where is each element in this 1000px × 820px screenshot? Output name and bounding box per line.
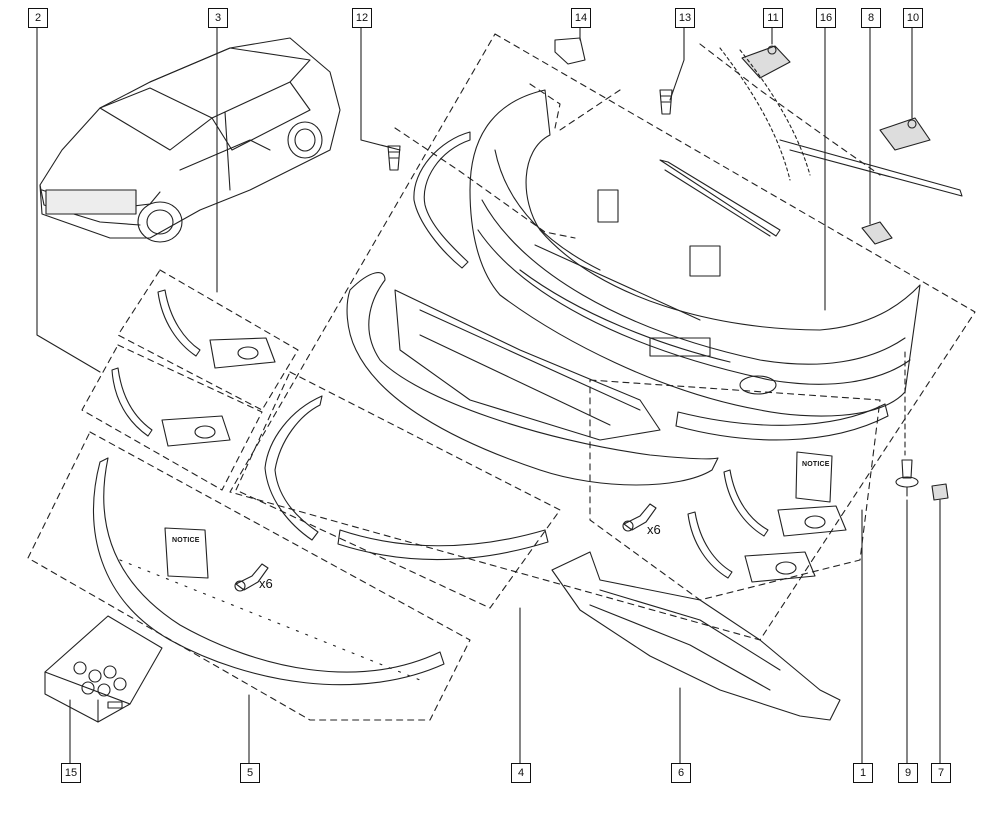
upper-right-reinforcement [719,47,963,197]
callout-15: 15 [61,763,81,783]
side-trim-lower-4 [337,529,549,560]
callout-8: 8 [861,8,881,28]
center-mounting-plate [597,189,721,277]
fixing-kit-box-15 [44,615,163,723]
callout-13: 13 [675,8,695,28]
group-outline-right-grilles [589,379,881,601]
bracket-11 [741,45,791,79]
callout-3: 3 [208,8,228,28]
notice-label-right: NOTICE [802,461,830,468]
callout-2: 2 [28,8,48,28]
callout-14: 14 [571,8,591,28]
screw-12 [387,145,401,171]
front-bumper-shell [469,89,921,417]
bumper-lower-trim-strip [675,403,889,441]
vehicle-overview-drawing [39,37,341,243]
group-outline-lower-spoiler [27,431,471,721]
quantity-label-left: x6 [259,576,273,591]
screw-pack-left [234,563,269,592]
fog-grille-set-lower-left [111,367,231,447]
leader-lines [36,25,941,764]
upper-grille-bar [659,159,781,237]
callout-10: 10 [903,8,923,28]
callout-9: 9 [898,763,918,783]
side-trim-upper-4 [264,395,323,541]
group-outline-upper-left-grilles [117,269,299,411]
screw-13 [659,89,673,115]
lower-lip-spoiler-5 [93,457,445,686]
clip-7 [931,483,949,501]
notice-leaflet-right-drawing [795,451,833,503]
assembly-group-outlines [27,33,976,721]
callout-4: 4 [511,763,531,783]
lower-engine-shield-6 [551,551,841,721]
group-outline-lower-left-grilles [81,344,263,491]
bumper-upper-left-trim [413,131,471,269]
bracket-8 [861,221,893,245]
quantity-label-right: x6 [647,522,661,537]
screw-pack-right [622,503,657,532]
fog-grille-set-right [687,469,847,583]
stud-9 [895,459,919,497]
group-outline-bumper [229,33,976,641]
callout-7: 7 [931,763,951,783]
fixing-arrows [394,127,576,239]
fog-grille-set-upper-left [157,289,276,369]
callout-12: 12 [352,8,372,28]
callout-5: 5 [240,763,260,783]
notice-label-left: NOTICE [172,537,200,544]
callout-6: 6 [671,763,691,783]
callout-16: 16 [816,8,836,28]
callout-1: 1 [853,763,873,783]
bracket-14 [554,37,586,65]
group-outline-side-trims [235,371,561,609]
lower-deflector-upper [346,272,719,486]
callout-11: 11 [763,8,783,28]
bracket-10 [879,117,931,151]
notice-leaflet-left-drawing [164,527,209,579]
